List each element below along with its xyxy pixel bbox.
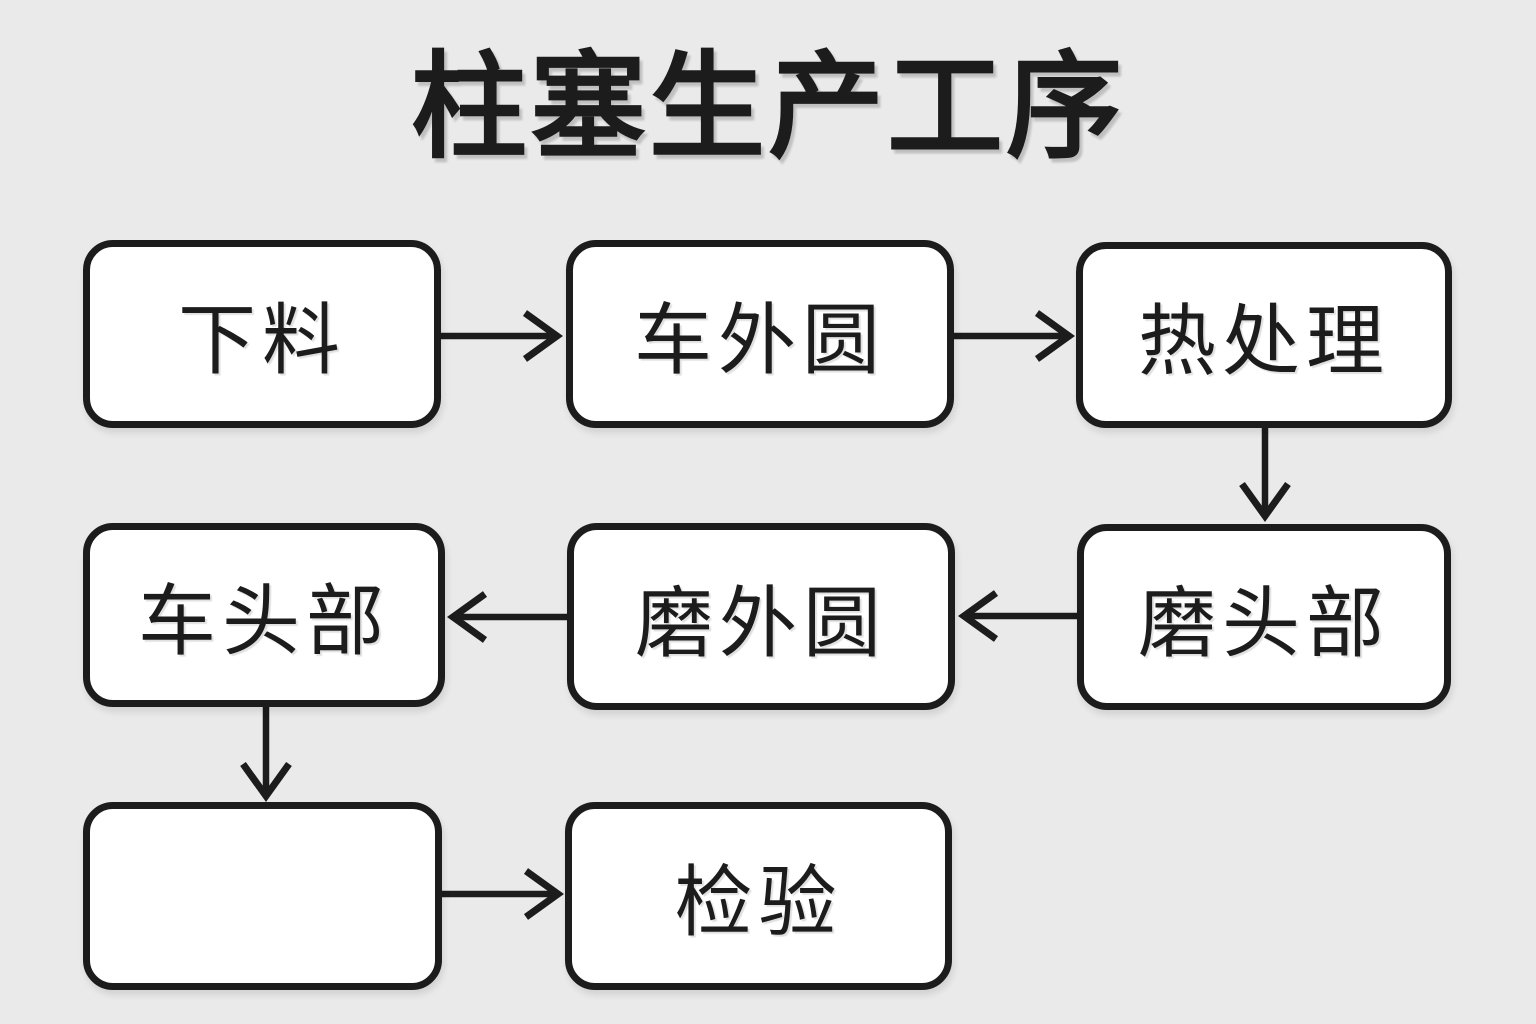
node-jian-yan: 检验	[565, 802, 952, 990]
node-label: 检验	[674, 858, 843, 946]
node-label: 磨外圆	[634, 578, 887, 667]
node-label: 下料	[177, 296, 346, 384]
node-che-tou-bu: 车头部	[83, 523, 445, 707]
node-label: 磨头部	[1137, 579, 1390, 667]
node-blank	[83, 802, 442, 990]
node-mo-wai-yuan: 磨外圆	[567, 523, 955, 710]
node-mo-tou-bu: 磨头部	[1077, 524, 1451, 710]
node-label: 热处理	[1137, 297, 1390, 385]
node-label: 车头部	[137, 577, 390, 665]
node-xia-liao: 下料	[83, 240, 441, 428]
diagram-title: 柱塞生产工序	[411, 42, 1125, 172]
node-re-chu-li: 热处理	[1076, 242, 1452, 428]
node-label: 车外圆	[633, 296, 886, 384]
node-che-wai-yuan: 车外圆	[566, 240, 954, 428]
